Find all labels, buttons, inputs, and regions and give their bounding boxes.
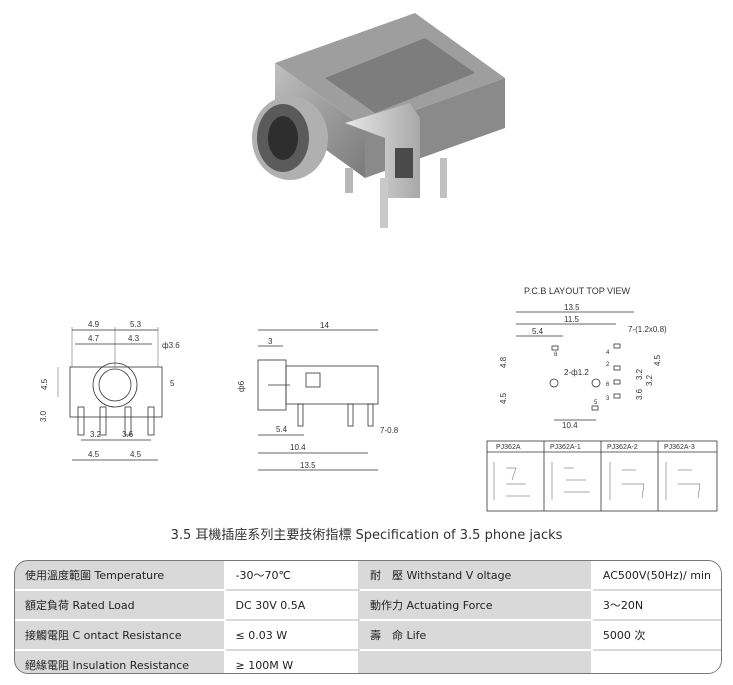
spec-value: ≥ 100M W [224,650,361,673]
dim-label: 7-(1.2x0.8) [628,325,667,334]
dim-label: 3.2 [90,430,102,439]
dim-label: ф3.6 [162,341,180,350]
spec-label [359,650,593,673]
table-row: 使用溫度範圍 Temperature -30～70℃ 耐 壓 Withstand… [15,561,721,591]
dim-label: 10.4 [290,443,306,452]
dim-label: 4.8 [499,356,508,368]
dim-label: 14 [320,321,329,330]
pcb-layout-header: P.C.B LAYOUT TOP VIEW [524,286,631,296]
spec-label: 動作力 Actuating Force [359,590,593,621]
spec-value: 3～20N [591,590,721,621]
dim-label: 3 [268,337,273,346]
dim-label: ф6 [237,380,246,392]
spec-label: 額定負荷 Rated Load [15,590,226,621]
table-row: 額定負荷 Rated Load DC 30V 0.5A 動作力 Actuatin… [15,590,721,621]
spec-label: 使用溫度範圍 Temperature [15,561,226,591]
spec-value: AC500V(50Hz)/ min [591,561,721,591]
dim-label: 3.2 [645,374,654,386]
dim-label: 3.6 [122,430,134,439]
dim-label: 4.5 [653,354,662,366]
dim-label: 11.5 [564,315,580,324]
product-photo [252,13,505,228]
spec-table: 使用溫度範圍 Temperature -30～70℃ 耐 壓 Withstand… [14,560,722,674]
dim-label: 4.5 [40,378,49,390]
dim-label: 4.3 [128,334,140,343]
pin-label: 5 [594,400,598,406]
dim-label: 5.3 [130,320,142,329]
page-title: 3.5 耳機插座系列主要技術指標 Specification of 3.5 ph… [170,528,563,543]
pin-label: 2 [606,362,610,368]
spec-label: 絕緣電阻 Insulation Resistance [15,650,226,673]
spec-value: -30～70℃ [224,561,361,591]
dim-label: 4.5 [88,450,100,459]
dim-label: 3.2 [635,368,644,380]
dim-label: 3.0 [39,410,48,422]
pin-label: 3 [606,396,610,402]
spec-value [591,650,721,673]
schematic-label: PJ362A-1 [550,444,581,451]
side-view-drawing: 14 3 ф6 5.4 7-0.8 10.4 13.5 [237,321,399,471]
spec-label: 接觸電阻 C ontact Resistance [15,620,226,651]
pin-label: 4 [606,350,610,356]
pin-label: 8 [554,352,558,358]
dim-label: 4.9 [88,320,100,329]
dim-label: 5 [170,379,175,388]
dim-label: 10.4 [562,421,578,430]
dim-label: 2-ф1.2 [564,368,589,377]
pin-label: 6 [606,382,610,388]
spec-value: 5000 次 [591,620,721,651]
dim-label: 4.7 [88,334,100,343]
schematic-label: PJ362A [496,444,521,451]
spec-value: ≤ 0.03 W [224,620,361,651]
front-view-drawing: 4.9 5.3 4.7 4.3 ф3.6 4.5 5 3.0 3.2 3.6 4… [39,320,180,461]
schematic-diagrams: PJ362A PJ362A-1 PJ362A-2 PJ362A-3 [486,440,718,512]
dim-label: 13.5 [564,303,580,312]
dim-label: 3.6 [635,388,644,400]
table-row: 絕緣電阻 Insulation Resistance ≥ 100M W [15,650,721,673]
spec-value: DC 30V 0.5A [224,590,361,621]
spec-label: 壽 命 Life [359,620,593,651]
schematic-label: PJ362A-3 [664,444,695,451]
dim-label: 5.4 [276,425,288,434]
schematic-label: PJ362A-2 [607,444,638,451]
dim-label: 4.5 [499,392,508,404]
pcb-layout-drawing: P.C.B LAYOUT TOP VIEW 13.5 11.5 5.4 7-(1… [499,286,667,430]
spec-label: 耐 壓 Withstand V oltage [359,561,593,591]
dim-label: 5.4 [532,327,544,336]
table-row: 接觸電阻 C ontact Resistance ≤ 0.03 W 壽 命 Li… [15,620,721,651]
dim-label: 4.5 [130,450,142,459]
dim-label: 13.5 [300,461,316,470]
dim-label: 7-0.8 [380,426,399,435]
